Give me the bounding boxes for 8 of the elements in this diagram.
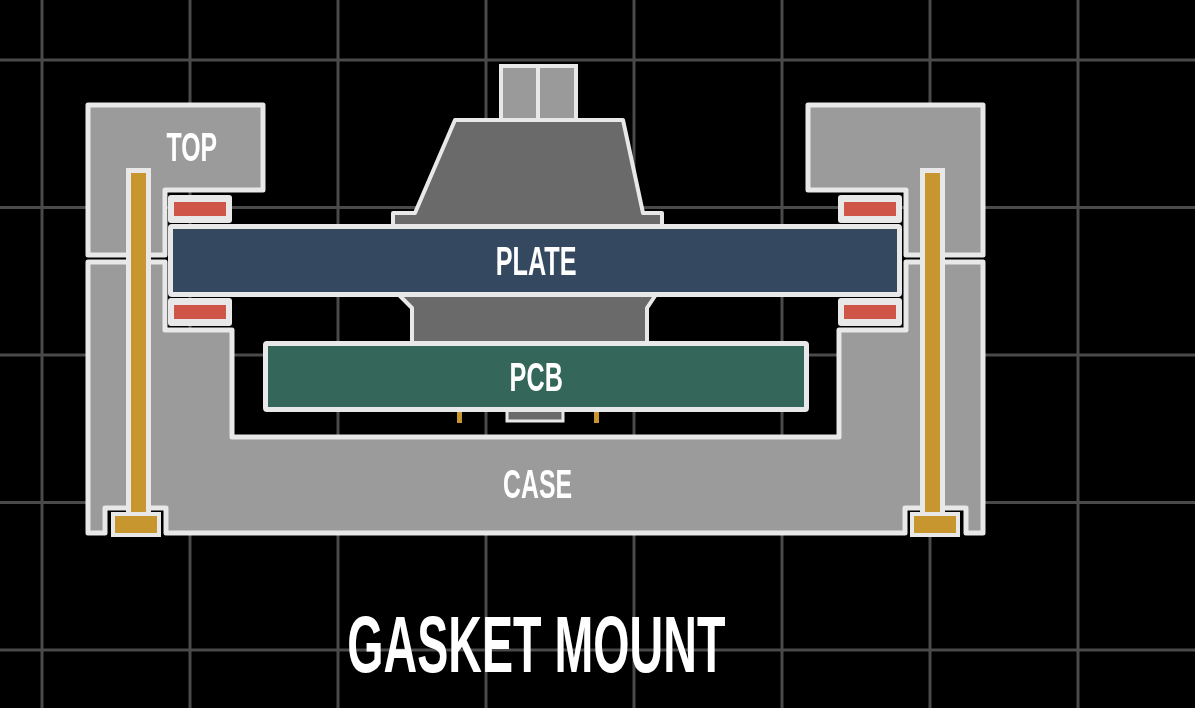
part-label: PCB	[509, 357, 563, 397]
part-label: CASE	[502, 464, 572, 504]
plate	[168, 224, 902, 297]
part-label: PLATE	[495, 241, 577, 281]
top-case-piece	[805, 102, 986, 258]
pcb	[263, 341, 809, 412]
part-label: TOP	[166, 127, 218, 167]
diagram-title: GASKET MOUNT	[346, 604, 725, 684]
